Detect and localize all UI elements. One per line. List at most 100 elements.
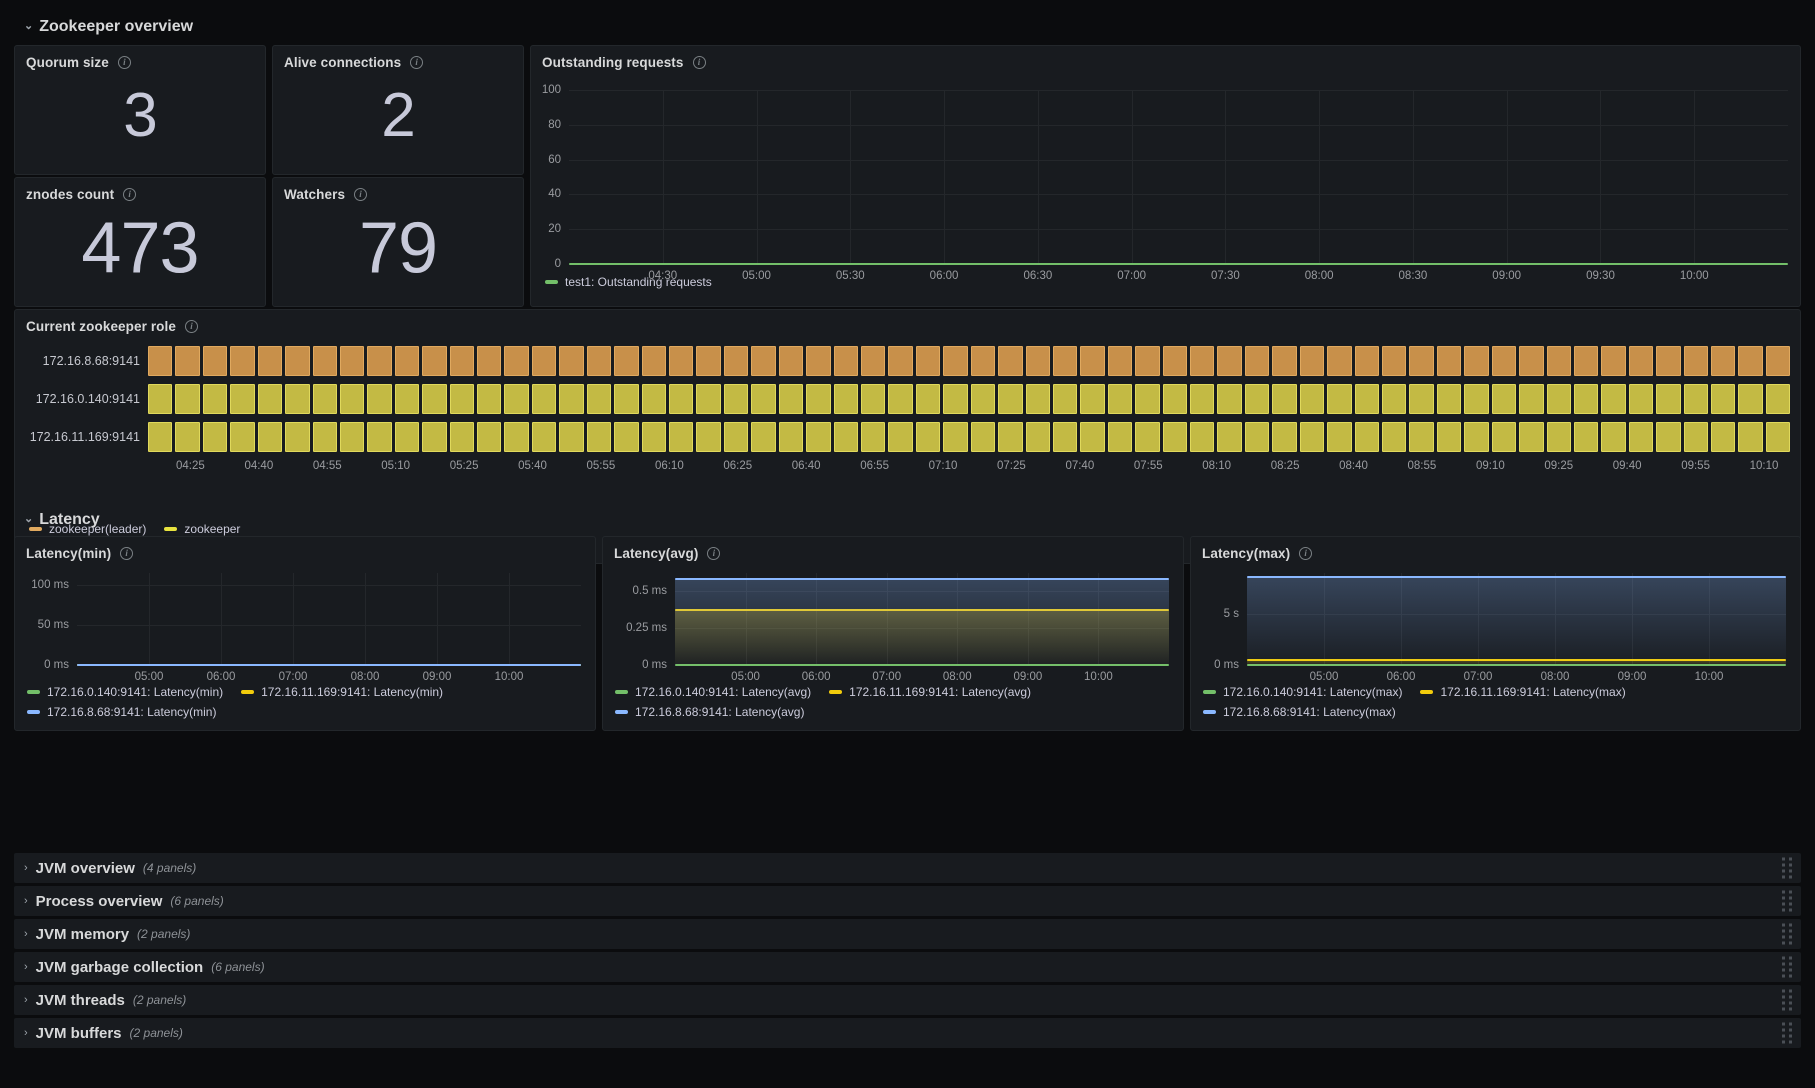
- chevron-right-icon: ›: [24, 1027, 28, 1039]
- collapsed-row-panel-count: (2 panels): [132, 993, 187, 1007]
- gridline-vertical: [1098, 573, 1100, 665]
- drag-handle-icon[interactable]: [1782, 857, 1792, 879]
- timeline-cell: [806, 422, 831, 452]
- gridline-vertical: [1027, 573, 1029, 665]
- legend-latency-max: 172.16.0.140:9141: Latency(max)172.16.11…: [1203, 685, 1793, 719]
- x-axis-tick-label: 08:40: [1339, 460, 1368, 472]
- info-icon[interactable]: i: [410, 56, 424, 69]
- x-axis-tick-label: 06:00: [206, 671, 236, 683]
- gridline-vertical: [1319, 90, 1321, 264]
- row-header-zookeeper-overview[interactable]: ⌄ Zookeeper overview: [14, 12, 193, 42]
- info-icon[interactable]: i: [185, 320, 198, 333]
- timeline-cell: [1190, 422, 1215, 452]
- x-axis-tick-label: 07:00: [1463, 671, 1493, 683]
- info-icon[interactable]: i: [120, 547, 134, 560]
- info-icon[interactable]: i: [117, 56, 131, 69]
- gridline-vertical: [1412, 90, 1414, 264]
- info-icon[interactable]: i: [354, 188, 368, 201]
- info-icon[interactable]: i: [1299, 547, 1313, 560]
- timeline-cell: [1327, 346, 1352, 376]
- legend-item: test1: Outstanding requests: [545, 275, 712, 289]
- chevron-down-icon: ⌄: [24, 512, 34, 525]
- panel-header: Latency(avg) i: [603, 537, 1183, 561]
- timeline-cell: [1381, 346, 1407, 376]
- x-axis-tick-label: 06:55: [860, 460, 889, 472]
- collapsed-row-jvm-overview[interactable]: ›JVM overview(4 panels): [14, 853, 1801, 883]
- timeline-cell: [586, 346, 612, 376]
- timeline-cell: [559, 384, 584, 414]
- timeline-cell: [998, 346, 1023, 376]
- gridline-horizontal: [675, 590, 1169, 592]
- timeline-cell: [641, 346, 667, 376]
- x-axis-tick-label: 07:40: [1065, 460, 1095, 472]
- series-line: [569, 263, 1788, 265]
- collapsed-row-jvm-memory[interactable]: ›JVM memory(2 panels): [14, 919, 1801, 949]
- timeline-cell: [943, 422, 968, 452]
- gridline-vertical: [816, 573, 818, 665]
- timeline-cell: [422, 384, 447, 414]
- timeline-cell: [723, 422, 749, 452]
- legend-color-swatch: [241, 690, 255, 694]
- gridline-horizontal: [569, 194, 1788, 196]
- panel-watchers[interactable]: Watchers i 79: [272, 177, 524, 307]
- legend-color-swatch: [164, 527, 178, 531]
- info-icon[interactable]: i: [707, 547, 721, 560]
- timeline-cell: [312, 422, 337, 452]
- timeline-cell: [970, 422, 996, 452]
- timeline-cell: [257, 346, 283, 376]
- drag-handle-icon[interactable]: [1782, 1022, 1792, 1044]
- drag-handle-icon[interactable]: [1782, 890, 1792, 912]
- y-axis-tick-label: 20: [548, 223, 561, 236]
- x-axis-tick-label: 06:00: [1386, 671, 1416, 683]
- collapsed-row-panel-count: (2 panels): [129, 1026, 183, 1040]
- legend-label: 172.16.8.68:9141: Latency(avg): [635, 705, 805, 719]
- collapsed-row-title: JVM threads: [35, 991, 125, 1009]
- timeline-cell: [641, 384, 667, 414]
- x-axis-tick-label: 10:00: [1084, 671, 1113, 683]
- panel-current-zookeeper-role[interactable]: Current zookeeper role i 172.16.8.68:914…: [14, 309, 1801, 564]
- panel-header: Current zookeeper role i: [15, 310, 1800, 334]
- y-axis-tick-label: 40: [548, 188, 561, 201]
- timeline-cell: [1464, 384, 1489, 414]
- timeline-cell: [477, 346, 502, 376]
- x-axis-tick-label: 07:00: [872, 671, 902, 683]
- collapsed-row-panel-count: (6 panels): [170, 894, 224, 908]
- x-axis-tick-label: 09:10: [1475, 460, 1505, 472]
- legend-label: 172.16.11.169:9141: Latency(avg): [849, 685, 1032, 699]
- collapsed-row-jvm-buffers[interactable]: ›JVM buffers(2 panels): [14, 1018, 1801, 1048]
- legend-item: 172.16.0.140:9141: Latency(min): [27, 685, 223, 699]
- timeline-cell: [504, 346, 529, 376]
- collapsed-row-jvm-threads[interactable]: ›JVM threads(2 panels): [14, 985, 1801, 1015]
- info-icon[interactable]: i: [123, 188, 137, 201]
- info-icon[interactable]: i: [692, 56, 706, 69]
- timeline-cell: [1135, 346, 1160, 376]
- x-axis-tick-label: 05:55: [586, 460, 616, 472]
- legend-color-swatch: [545, 280, 558, 284]
- x-axis-tick-label: 05:10: [381, 460, 411, 472]
- timeline-cell: [833, 422, 858, 452]
- y-axis-tick-label: 0 ms: [44, 659, 69, 671]
- stat-value: 79: [358, 208, 438, 289]
- y-axis-tick-label: 5 s: [1223, 607, 1239, 620]
- collapsed-row-process-overview[interactable]: ›Process overview(6 panels): [14, 886, 1801, 916]
- timeline-cell: [1464, 422, 1489, 452]
- gridline-vertical: [1709, 573, 1710, 665]
- timeline-cell: [696, 384, 721, 414]
- panel-znodes-count[interactable]: znodes count i 473: [14, 177, 266, 307]
- drag-handle-icon[interactable]: [1782, 956, 1792, 978]
- collapsed-row-jvm-garbage-collection[interactable]: ›JVM garbage collection(6 panels): [14, 952, 1801, 982]
- legend-latency-min: 172.16.0.140:9141: Latency(min)172.16.11…: [27, 685, 587, 719]
- panel-alive-connections[interactable]: Alive connections i 2: [272, 45, 524, 175]
- row-title: Latency: [39, 511, 100, 528]
- drag-handle-icon[interactable]: [1782, 923, 1792, 945]
- drag-handle-icon[interactable]: [1782, 989, 1792, 1011]
- timeline-row-track: [148, 384, 1791, 414]
- panel-quorum-size[interactable]: Quorum size i 3: [14, 45, 266, 175]
- legend-item: 172.16.8.68:9141: Latency(min): [27, 705, 216, 719]
- row-header-latency[interactable]: ⌄ Latency: [14, 505, 100, 535]
- gridline-vertical: [1600, 90, 1602, 264]
